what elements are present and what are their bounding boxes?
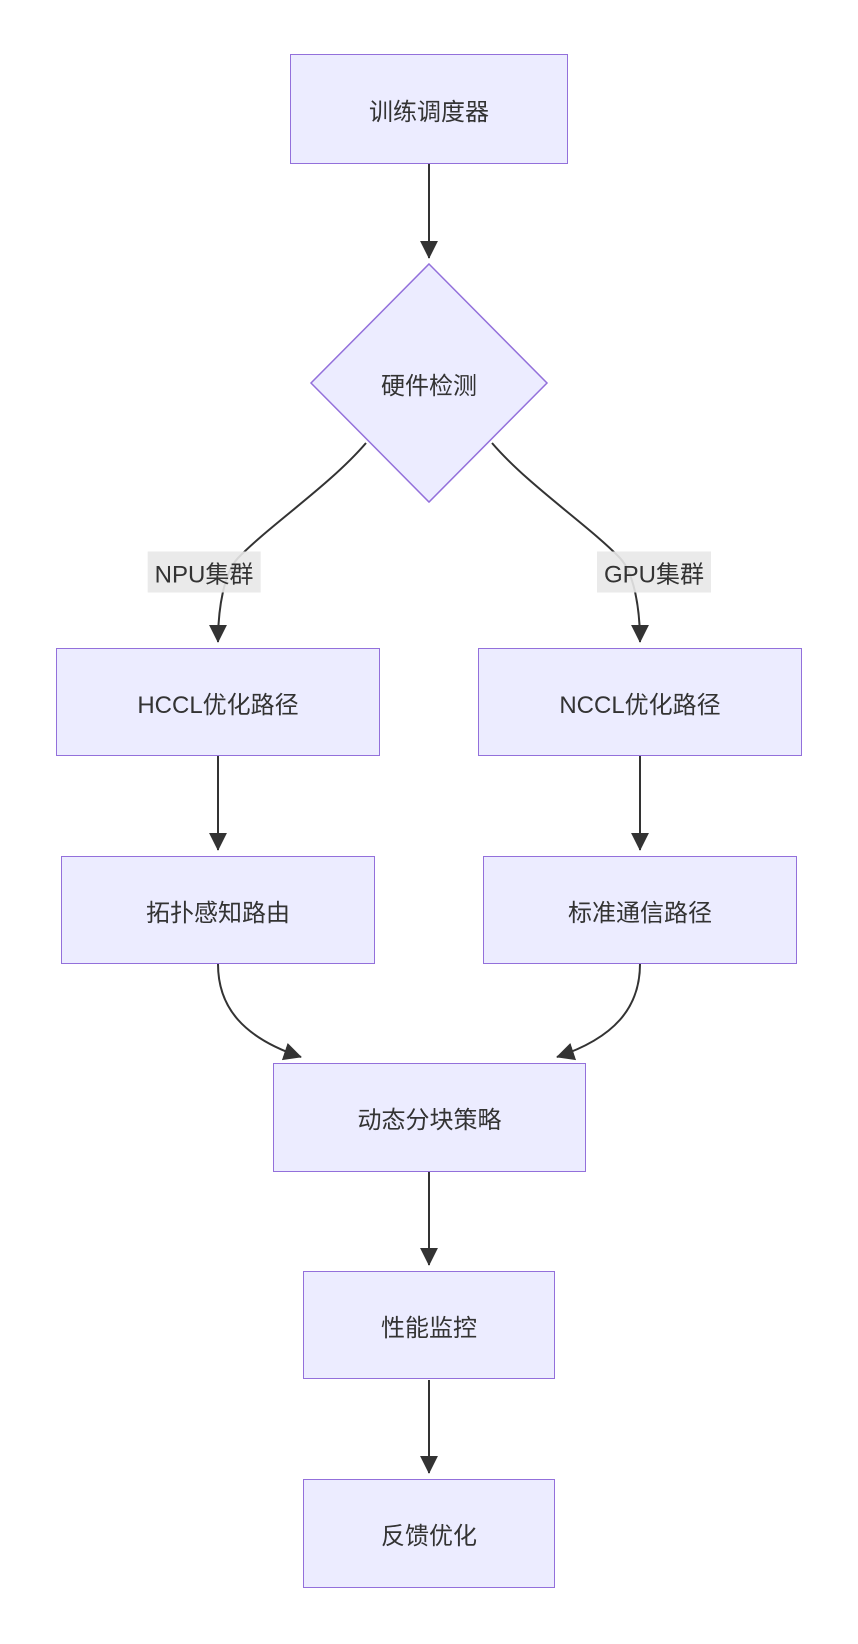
node-hardware-detect-label: 硬件检测 bbox=[381, 372, 477, 400]
node-hccl-optimized-path: HCCL优化路径 bbox=[56, 648, 380, 756]
node-topology-aware-routing: 拓扑感知路由 bbox=[61, 856, 375, 964]
node-feedback-optimization: 反馈优化 bbox=[303, 1479, 555, 1588]
node-standard-comm-path: 标准通信路径 bbox=[483, 856, 797, 964]
node-training-scheduler: 训练调度器 bbox=[290, 54, 568, 164]
edge-topology-to-chunking bbox=[217, 963, 302, 1061]
edge-label-gpu-cluster: GPU集群 bbox=[596, 551, 712, 593]
node-dynamic-chunking-strategy: 动态分块策略 bbox=[273, 1063, 586, 1172]
node-performance-monitoring: 性能监控 bbox=[303, 1271, 555, 1379]
node-nccl-optimized-path: NCCL优化路径 bbox=[478, 648, 802, 756]
edge-standard-to-chunking bbox=[556, 963, 641, 1061]
hardware-detect-diamond bbox=[309, 262, 549, 504]
edge-label-npu-cluster: NPU集群 bbox=[147, 551, 261, 593]
edge-hardware-to-hccl bbox=[209, 442, 367, 643]
edge-hardware-to-nccl bbox=[491, 442, 649, 643]
